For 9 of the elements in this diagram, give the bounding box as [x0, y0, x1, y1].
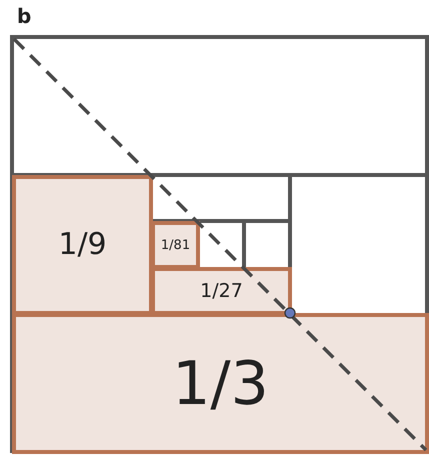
fraction-label: 1/3	[172, 354, 269, 414]
fraction-region	[151, 221, 200, 269]
fraction-region	[151, 267, 292, 315]
fraction-region	[12, 313, 429, 454]
fraction-region	[12, 175, 153, 315]
panel-letter: b	[17, 4, 32, 28]
fraction-label: 1/81	[160, 238, 190, 252]
fraction-label: 1/27	[200, 282, 243, 300]
fraction-label: 1/9	[58, 230, 107, 260]
